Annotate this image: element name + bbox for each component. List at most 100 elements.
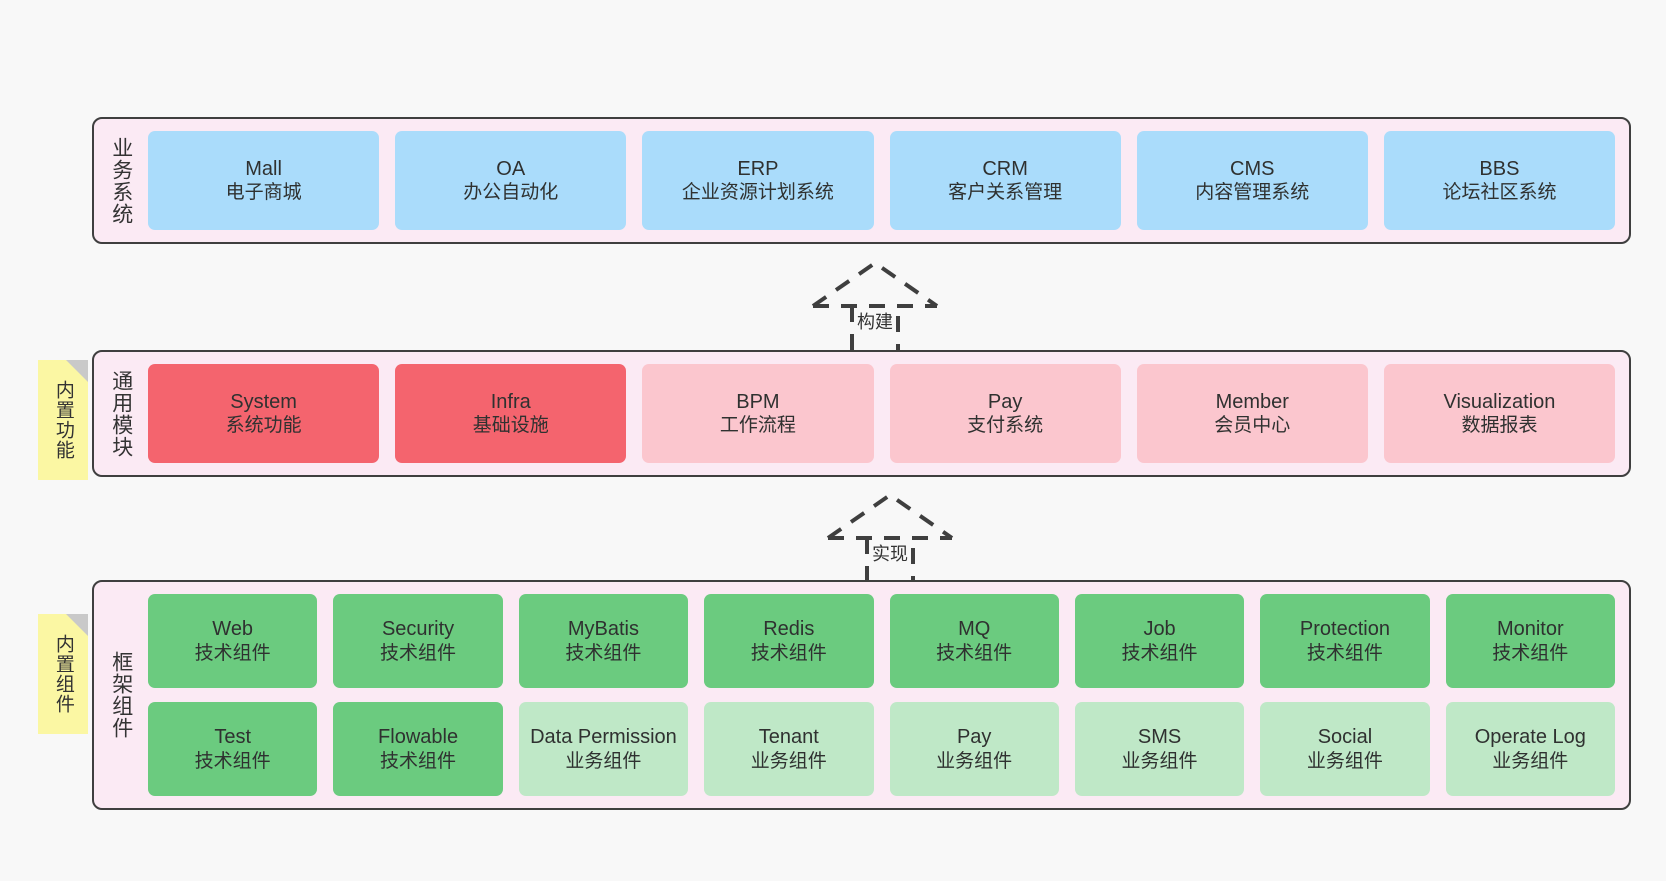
card-title: Data Permission — [530, 726, 677, 749]
card-subtitle: 业务组件 — [1306, 750, 1383, 772]
card-group-business-systems: Mall 电子商城 OA 办公自动化 ERP 企业资源计划系统 CRM 客户关系… — [142, 119, 1629, 242]
card-subtitle: 技术组件 — [1121, 642, 1198, 664]
card-title: BBS — [1479, 157, 1520, 180]
card-subtitle: 业务组件 — [750, 750, 827, 772]
card-subtitle: 内容管理系统 — [1195, 182, 1310, 204]
card-subtitle: 技术组件 — [194, 642, 271, 664]
card-title: MQ — [958, 618, 991, 641]
card-subtitle: 技术组件 — [1306, 642, 1383, 664]
card-title: Operate Log — [1474, 726, 1586, 749]
card-subtitle: 技术组件 — [750, 642, 827, 664]
layer-framework-components: 框架组件 Web 技术组件 Security 技术组件 MyBatis 技术组件… — [92, 580, 1631, 810]
card-oa[interactable]: OA 办公自动化 — [395, 131, 627, 230]
card-mall[interactable]: Mall 电子商城 — [148, 131, 380, 230]
card-title: Visualization — [1443, 390, 1556, 413]
card-bbs[interactable]: BBS 论坛社区系统 — [1383, 131, 1616, 230]
layer-title-common-modules: 通用模块 — [109, 369, 133, 458]
card-subtitle: 技术组件 — [1492, 642, 1569, 664]
card-title: SMS — [1137, 726, 1182, 749]
card-title: Protection — [1299, 618, 1390, 641]
card-pay[interactable]: Pay 支付系统 — [889, 364, 1121, 463]
card-security[interactable]: Security 技术组件 — [333, 594, 503, 688]
card-row-technical: Web 技术组件 Security 技术组件 MyBatis 技术组件 Redi… — [148, 594, 1615, 688]
connector-implement: 实现 — [815, 490, 965, 586]
card-title: OA — [496, 157, 526, 180]
connector-label: 实现 — [872, 544, 908, 564]
card-title: Pay — [956, 726, 992, 749]
layer-business-systems: 业务系统 Mall 电子商城 OA 办公自动化 ERP 企业资源计划系统 CRM… — [92, 117, 1631, 244]
card-subtitle: 基础设施 — [472, 415, 549, 437]
card-title: System — [230, 390, 297, 413]
card-crm[interactable]: CRM 客户关系管理 — [889, 131, 1121, 230]
card-title: Mall — [245, 157, 282, 180]
card-subtitle: 工作流程 — [719, 415, 796, 437]
card-title: Social — [1317, 726, 1373, 749]
card-title: Job — [1143, 618, 1176, 641]
card-subtitle: 技术组件 — [380, 750, 457, 772]
card-group-framework-components: Web 技术组件 Security 技术组件 MyBatis 技术组件 Redi… — [142, 582, 1629, 808]
card-protection[interactable]: Protection 技术组件 — [1260, 594, 1430, 688]
card-infra[interactable]: Infra 基础设施 — [395, 364, 627, 463]
card-subtitle: 技术组件 — [380, 642, 457, 664]
card-title: CMS — [1230, 157, 1275, 180]
card-tenant[interactable]: Tenant 业务组件 — [704, 702, 874, 796]
card-subtitle: 论坛社区系统 — [1442, 182, 1557, 204]
card-title: Member — [1215, 390, 1289, 413]
sticky-note-label: 内置组件 — [52, 634, 74, 714]
card-mybatis[interactable]: MyBatis 技术组件 — [518, 594, 689, 688]
card-bpm[interactable]: BPM 工作流程 — [642, 364, 874, 463]
card-subtitle: 业务组件 — [936, 750, 1013, 772]
fold-corner-icon — [66, 614, 88, 636]
card-pay-business[interactable]: Pay 业务组件 — [889, 702, 1059, 796]
card-subtitle: 办公自动化 — [463, 182, 559, 204]
card-flowable[interactable]: Flowable 技术组件 — [333, 702, 503, 796]
card-title: BPM — [736, 390, 780, 413]
sticky-note-builtin-features: 内置功能 — [38, 360, 88, 480]
layer-title-business-systems: 业务系统 — [109, 136, 133, 225]
card-cms[interactable]: CMS 内容管理系统 — [1136, 131, 1368, 230]
card-title: CRM — [982, 157, 1028, 180]
card-title: Flowable — [378, 726, 459, 749]
card-subtitle: 业务组件 — [1492, 750, 1569, 772]
card-data-permission[interactable]: Data Permission 业务组件 — [518, 702, 689, 796]
card-title: ERP — [737, 157, 779, 180]
card-mq[interactable]: MQ 技术组件 — [889, 594, 1059, 688]
connector-label: 构建 — [857, 312, 893, 332]
card-member[interactable]: Member 会员中心 — [1136, 364, 1368, 463]
card-erp[interactable]: ERP 企业资源计划系统 — [642, 131, 874, 230]
card-test[interactable]: Test 技术组件 — [148, 702, 318, 796]
card-group-common-modules: System 系统功能 Infra 基础设施 BPM 工作流程 Pay 支付系统… — [142, 352, 1629, 475]
card-row-business: Test 技术组件 Flowable 技术组件 Data Permission … — [148, 702, 1615, 796]
sticky-note-builtin-components: 内置组件 — [38, 614, 88, 734]
layer-title-framework-components: 框架组件 — [109, 651, 133, 739]
card-title: MyBatis — [567, 618, 639, 641]
card-title: Security — [381, 618, 455, 641]
card-subtitle: 系统功能 — [225, 415, 302, 437]
card-title: Monitor — [1496, 618, 1564, 641]
card-subtitle: 客户关系管理 — [948, 182, 1063, 204]
connector-build: 构建 — [800, 258, 950, 354]
card-redis[interactable]: Redis 技术组件 — [704, 594, 874, 688]
arrowhead-triangle — [811, 260, 939, 308]
card-system[interactable]: System 系统功能 — [148, 364, 380, 463]
card-operate-log[interactable]: Operate Log 业务组件 — [1445, 702, 1615, 796]
card-subtitle: 技术组件 — [194, 750, 271, 772]
card-subtitle: 电子商城 — [225, 182, 302, 204]
fold-corner-icon — [66, 360, 88, 382]
card-monitor[interactable]: Monitor 技术组件 — [1445, 594, 1615, 688]
card-social[interactable]: Social 业务组件 — [1260, 702, 1430, 796]
card-title: Web — [212, 618, 254, 641]
card-subtitle: 技术组件 — [565, 642, 642, 664]
card-subtitle: 企业资源计划系统 — [681, 182, 834, 204]
card-subtitle: 业务组件 — [565, 750, 642, 772]
card-subtitle: 业务组件 — [1121, 750, 1198, 772]
card-sms[interactable]: SMS 业务组件 — [1074, 702, 1245, 796]
card-title: Infra — [490, 390, 531, 413]
card-subtitle: 技术组件 — [936, 642, 1013, 664]
card-job[interactable]: Job 技术组件 — [1074, 594, 1245, 688]
layer-common-modules: 通用模块 System 系统功能 Infra 基础设施 BPM 工作流程 Pay… — [92, 350, 1631, 477]
card-title: Redis — [763, 618, 815, 641]
card-web[interactable]: Web 技术组件 — [148, 594, 318, 688]
card-visualization[interactable]: Visualization 数据报表 — [1383, 364, 1616, 463]
